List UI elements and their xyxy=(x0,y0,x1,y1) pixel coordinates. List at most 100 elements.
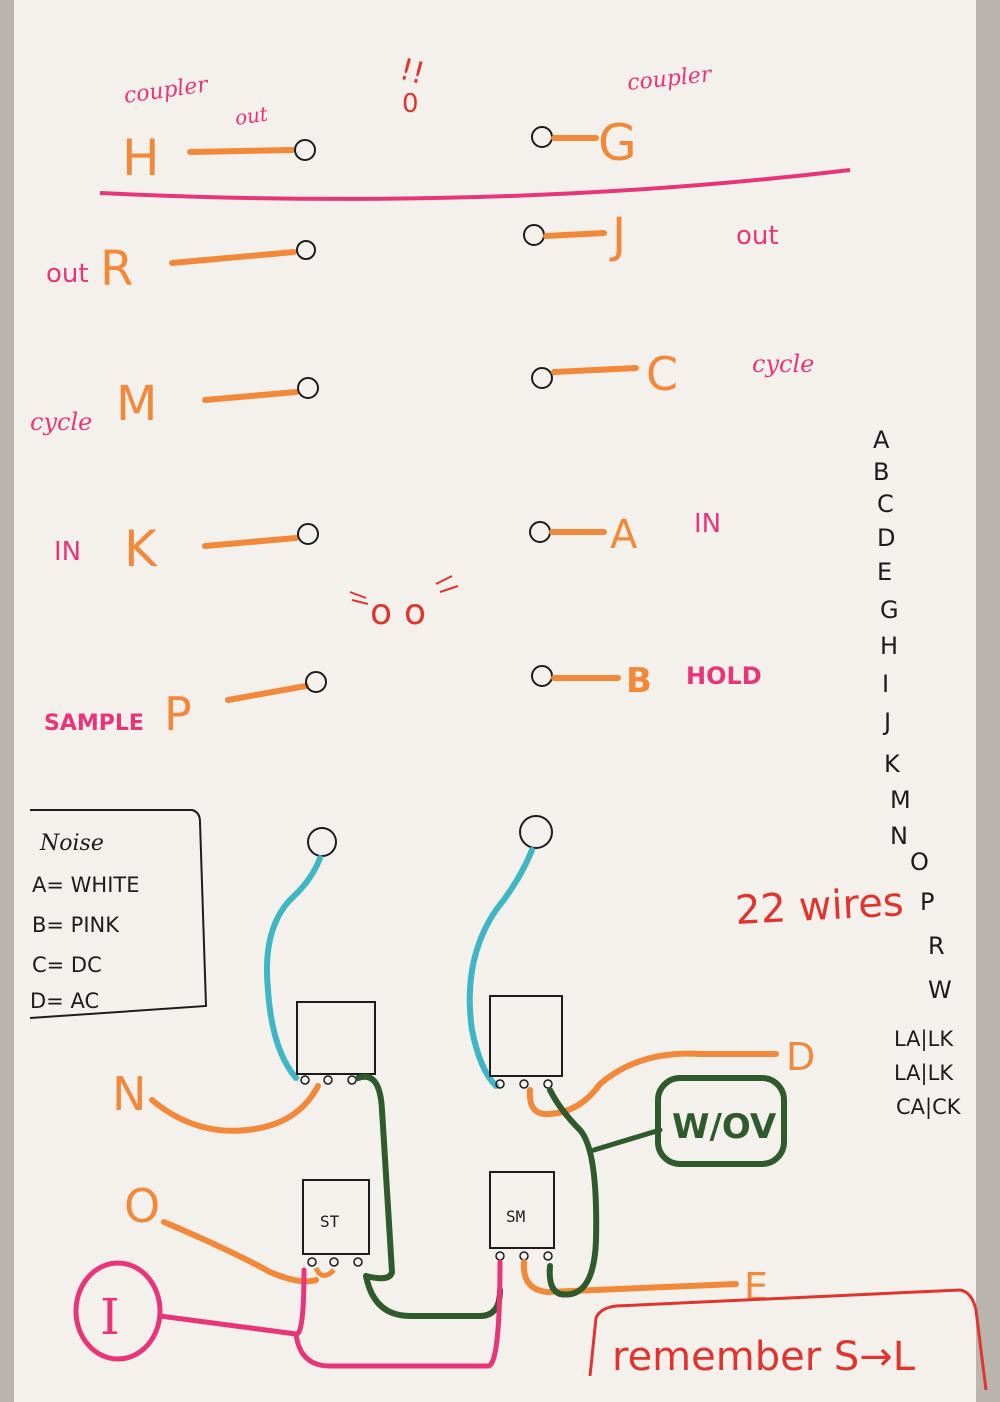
jack-note-p: SAMPLE xyxy=(44,711,144,736)
letter-column-item: CA|CK xyxy=(896,1095,962,1120)
letter-column-item: H xyxy=(880,632,898,660)
jack-wire-p xyxy=(225,683,309,703)
letter-column-item: I xyxy=(882,670,889,698)
st-orange-stub xyxy=(313,1266,336,1278)
jack-wire-j xyxy=(543,230,607,239)
st-pin-1 xyxy=(307,1257,317,1267)
jack-hole-r xyxy=(296,240,316,260)
jack-hole-k xyxy=(297,523,319,545)
jack-row-r: out R xyxy=(46,240,316,297)
sm-label: SM xyxy=(506,1207,525,1226)
relay-right-pin-2 xyxy=(519,1079,529,1089)
st-box xyxy=(302,1179,370,1255)
letter-column-item: R xyxy=(928,932,945,960)
label-e: E xyxy=(744,1265,768,1309)
jack-row-m: cycle M xyxy=(30,376,319,436)
out-left-label: out xyxy=(233,101,270,129)
label-n: N xyxy=(112,1067,146,1121)
noise-title: Noise xyxy=(39,831,104,856)
face-doodle: oo xyxy=(349,575,459,633)
face-brow-right-a xyxy=(435,575,453,585)
face-brow-left-b xyxy=(351,599,369,605)
letter-column-item: B xyxy=(873,458,889,486)
face-brow-right-b xyxy=(439,585,459,593)
jack-letter-a: A xyxy=(610,512,638,558)
jack-letter-m: M xyxy=(116,376,157,432)
st-label: ST xyxy=(320,1212,340,1231)
wire-count-label: 22 wires xyxy=(734,879,905,934)
sm-box xyxy=(489,1171,555,1249)
jack-row-j: J out xyxy=(523,208,779,264)
letter-column-item: C xyxy=(877,490,894,518)
letter-column-item: G xyxy=(880,596,899,624)
jack-note-j: out xyxy=(736,221,779,251)
noise-legend-box: Noise A= WHITE B= PINK C= DC D= AC xyxy=(29,809,208,1019)
jack-row-p: SAMPLE P xyxy=(44,671,327,741)
letter-column-item: M xyxy=(890,786,911,814)
letter-column-item: A xyxy=(873,426,890,454)
jack-letter-g: G xyxy=(598,114,637,172)
divider-line xyxy=(99,168,851,201)
face-eyes: oo xyxy=(370,592,438,633)
st-pin-2 xyxy=(329,1257,339,1267)
label-d: D xyxy=(786,1035,815,1079)
paper-sheet xyxy=(14,0,976,1402)
jack-letter-h: H xyxy=(122,129,160,187)
relay-left-pin-1 xyxy=(300,1075,310,1085)
noise-line-a: A= WHITE xyxy=(32,873,139,897)
jack-row-b: B HOLD xyxy=(531,661,762,701)
jack-wire-r xyxy=(169,249,297,266)
jack-letter-r: R xyxy=(100,241,133,297)
relay-right-pin-1 xyxy=(495,1079,505,1089)
jack-row-c: C cycle xyxy=(531,347,814,401)
jack-row-h: H xyxy=(122,129,316,187)
letter-column-item: J xyxy=(882,708,891,736)
jack-note-r: out xyxy=(46,259,89,289)
sm-pin-3 xyxy=(543,1251,553,1261)
jack-hole-c xyxy=(531,367,553,389)
jack-note-a: IN xyxy=(694,509,721,539)
orange-wire-e xyxy=(520,1259,739,1296)
letter-column-item: P xyxy=(920,888,934,916)
noise-line-c: C= DC xyxy=(32,953,102,977)
green-wire-left xyxy=(355,1073,396,1282)
blue-wire-left xyxy=(263,855,323,1081)
jack-letter-b: B xyxy=(626,661,652,701)
face-brow-left-a xyxy=(349,591,367,599)
remember-bracket xyxy=(588,1288,988,1391)
relay-left-pin-2 xyxy=(323,1075,333,1085)
jack-note-m: cycle xyxy=(30,408,92,436)
relay-box-right xyxy=(489,995,563,1077)
green-wire-right xyxy=(546,1087,600,1298)
blue-wire-right xyxy=(466,847,535,1089)
jack-letter-c: C xyxy=(646,347,678,401)
jack-hole-m xyxy=(297,377,319,399)
jack-note-b: HOLD xyxy=(686,662,762,690)
jack-hole-p xyxy=(305,671,327,693)
jack-hole-h xyxy=(294,139,316,161)
jack-row-k: IN K xyxy=(54,520,319,578)
orange-wire-n xyxy=(149,1083,321,1134)
letter-column-item: N xyxy=(890,822,908,850)
jack-letter-j: J xyxy=(609,208,626,264)
input-label: I xyxy=(100,1288,120,1346)
jack-note-c: cycle xyxy=(752,350,814,378)
relay-box-left xyxy=(296,1001,376,1075)
st-pin-3 xyxy=(353,1257,363,1267)
bang-dot: 0 xyxy=(402,89,419,119)
jack-wire-h xyxy=(187,147,295,155)
jack-letter-k: K xyxy=(124,520,158,578)
wov-box xyxy=(655,1075,787,1167)
jack-letter-p: P xyxy=(164,687,192,741)
jack-row-a: A IN xyxy=(529,509,721,558)
noise-line-d: D= AC xyxy=(30,989,99,1013)
pink-wire-sm xyxy=(293,1259,503,1369)
noise-line-b: B= PINK xyxy=(32,913,120,937)
input-circle xyxy=(73,1260,163,1362)
letter-column-item: K xyxy=(884,750,901,778)
jack-wire-k xyxy=(202,535,299,549)
jack-row-g: G xyxy=(531,114,637,172)
letter-column-item: LA|LK xyxy=(894,1061,954,1086)
letter-column-item: LA|LK xyxy=(894,1027,954,1052)
